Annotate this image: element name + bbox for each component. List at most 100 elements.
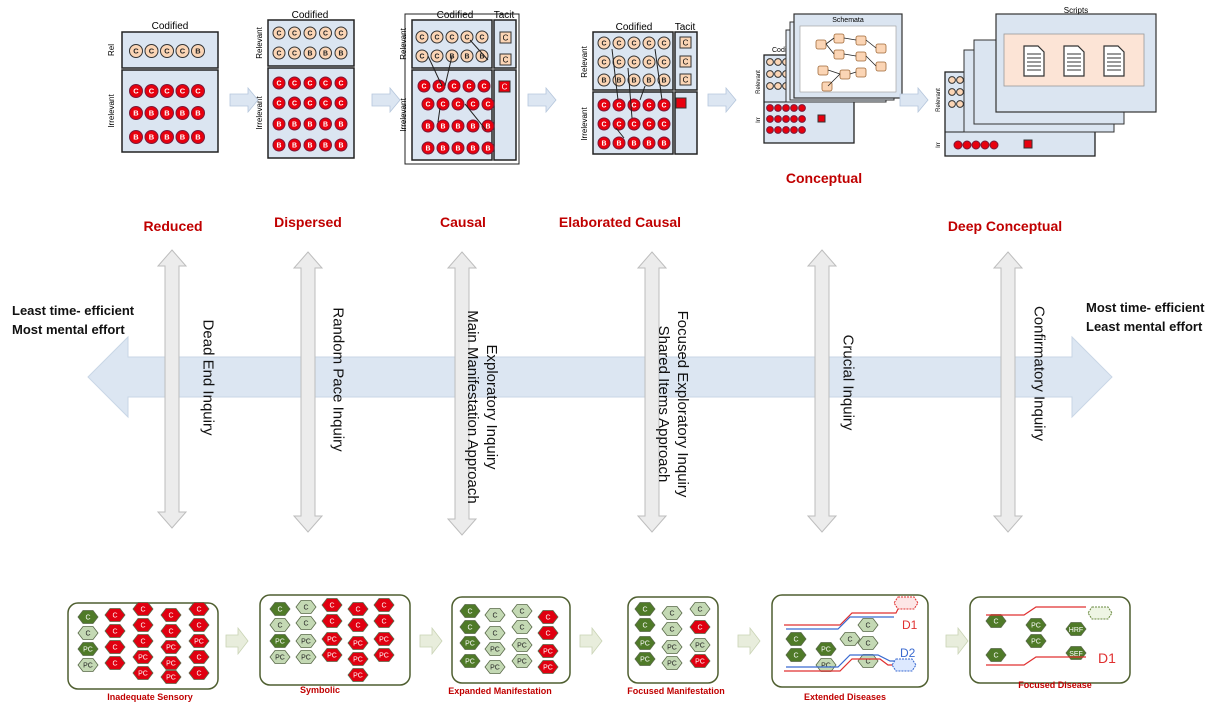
svg-text:PC: PC (353, 641, 363, 648)
svg-text:B: B (647, 140, 652, 147)
effort-axis (87, 249, 1113, 536)
item-circle: C (657, 55, 671, 69)
svg-text:B: B (486, 145, 491, 152)
hexagon-item: C (511, 620, 533, 634)
svg-text:C: C (467, 83, 472, 90)
bottom-label-extended-diseases: Extended Diseases (803, 692, 887, 702)
hexagon-item: PC (295, 634, 317, 648)
svg-text:PC: PC (166, 661, 176, 668)
top-flow-arrows (229, 86, 929, 114)
hexagon-item: C (511, 604, 533, 618)
svg-text:C: C (437, 83, 442, 90)
svg-text:C: C (149, 47, 155, 56)
svg-text:C: C (465, 34, 470, 41)
svg-text:C: C (323, 80, 328, 87)
svg-text:C: C (381, 619, 386, 626)
svg-text:B: B (292, 142, 297, 149)
item-circle: B (481, 119, 495, 133)
svg-text:PC: PC (640, 641, 650, 648)
item-circle: B (288, 117, 301, 131)
hexagon-item: PC (77, 642, 99, 656)
hexagon-item: C (689, 602, 711, 616)
svg-text:B: B (180, 109, 186, 118)
item-circle: C (436, 97, 450, 111)
svg-text:C: C (632, 59, 637, 66)
svg-text:B: B (602, 77, 607, 84)
hexagon-item: C (347, 618, 369, 632)
svg-text:C: C (793, 653, 798, 660)
svg-text:Irr: Irr (936, 142, 942, 148)
hexagon-item: C (188, 666, 210, 680)
hexagon-item: C (104, 640, 126, 654)
inquiry-dead-end: Dead End Inquiry (199, 319, 217, 436)
item-circle (798, 115, 806, 123)
svg-text:C: C (793, 637, 798, 644)
svg-text:C: C (323, 30, 328, 37)
hexagon-item: C (160, 608, 182, 622)
svg-text:PC: PC (1031, 623, 1041, 630)
panel-deep: Relevant Irr Scripts (936, 6, 1157, 157)
svg-text:C: C (140, 607, 145, 614)
svg-text:C: C (452, 83, 457, 90)
svg-text:PC: PC (379, 653, 389, 660)
svg-text:SEF: SEF (1069, 651, 1083, 658)
svg-text:PC: PC (379, 637, 389, 644)
svg-text:C: C (467, 609, 472, 616)
item-circle: C (319, 96, 332, 110)
svg-text:C: C (133, 87, 139, 96)
svg-text:PC: PC (517, 659, 527, 666)
svg-text:C: C (164, 87, 170, 96)
item-circle: C (657, 117, 671, 131)
flow-arrow (229, 86, 259, 114)
item-circle (766, 70, 774, 78)
item-circle: B (175, 130, 190, 144)
svg-text:Relevant: Relevant (580, 45, 589, 77)
svg-text:B: B (632, 77, 637, 84)
svg-text:C: C (339, 30, 344, 37)
item-circle: B (597, 73, 611, 87)
hexagon-item: C (373, 614, 395, 628)
svg-text:D2: D2 (900, 646, 916, 660)
svg-text:C: C (519, 625, 524, 632)
item-circle: C (129, 84, 143, 98)
item-circle: C (144, 84, 159, 98)
bottom-label-focused-disease: Focused Disease (1018, 680, 1092, 690)
svg-text:B: B (456, 145, 461, 152)
svg-text:C: C (85, 631, 90, 638)
svg-text:B: B (149, 109, 155, 118)
item-circle: C (627, 55, 641, 69)
stage-label-elaborated: Elaborated Causal (558, 214, 682, 230)
svg-text:PC: PC (543, 649, 553, 656)
svg-text:C: C (697, 625, 702, 632)
svg-text:B: B (323, 121, 328, 128)
svg-text:C: C (381, 603, 386, 610)
svg-text:C: C (140, 623, 145, 630)
svg-text:Relevant: Relevant (399, 27, 408, 59)
item-circle: C (597, 36, 611, 50)
svg-text:C: C (277, 50, 282, 57)
hexagon-item: C (188, 618, 210, 632)
svg-text:PC: PC (138, 655, 148, 662)
item-circle: C (272, 96, 286, 110)
svg-text:PC: PC (821, 647, 831, 654)
svg-text:PC: PC (465, 641, 475, 648)
hexagon-item: C (188, 602, 210, 616)
svg-text:PC: PC (194, 639, 204, 646)
item-circle (766, 104, 774, 112)
svg-text:C: C (519, 609, 524, 616)
item-circle: B (160, 130, 174, 144)
item-circle: C (303, 76, 317, 90)
svg-text:C: C (435, 34, 440, 41)
item-circle (948, 76, 956, 84)
item-circle: C (430, 30, 444, 44)
svg-text:PC: PC (640, 657, 650, 664)
svg-text:PC: PC (83, 663, 93, 670)
item-circle (948, 100, 956, 108)
svg-text:C: C (617, 40, 622, 47)
item-circle: B (272, 138, 286, 152)
svg-text:PC: PC (1031, 639, 1041, 646)
svg-text:C: C (292, 50, 297, 57)
svg-text:C: C (149, 87, 155, 96)
